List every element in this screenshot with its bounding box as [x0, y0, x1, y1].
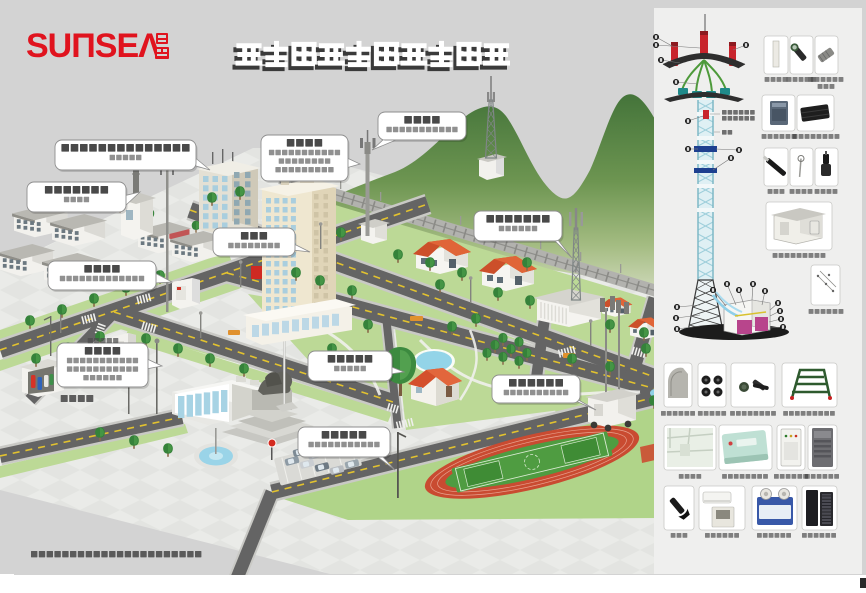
svg-text:SUΠSEΛ: SUΠSEΛ: [26, 27, 161, 65]
